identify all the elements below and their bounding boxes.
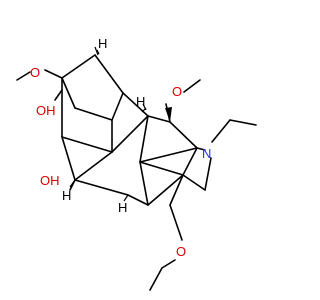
hydroxyl-upper: OH: [36, 103, 56, 118]
hydrogen-lower-left: H: [62, 188, 71, 203]
hydrogen-lower-right: H: [118, 200, 127, 215]
bond-lines: [16, 54, 257, 291]
oxygen-methoxymethyl: O: [176, 244, 186, 259]
oxygen-methoxy-right: O: [172, 84, 182, 99]
oxygen-methoxy-left: O: [30, 65, 40, 80]
hydroxyl-lower: OH: [40, 173, 60, 188]
hydrogen-mid-right: H: [136, 94, 145, 109]
hydrogen-top: H: [98, 36, 107, 51]
chemical-structure-diagram: O OH OH O N O H H H H: [16, 36, 257, 291]
nitrogen-atom: N: [202, 146, 211, 161]
structure-canvas: O OH OH O N O H H H H: [16, 36, 257, 291]
stereo-bonds: [69, 46, 172, 202]
